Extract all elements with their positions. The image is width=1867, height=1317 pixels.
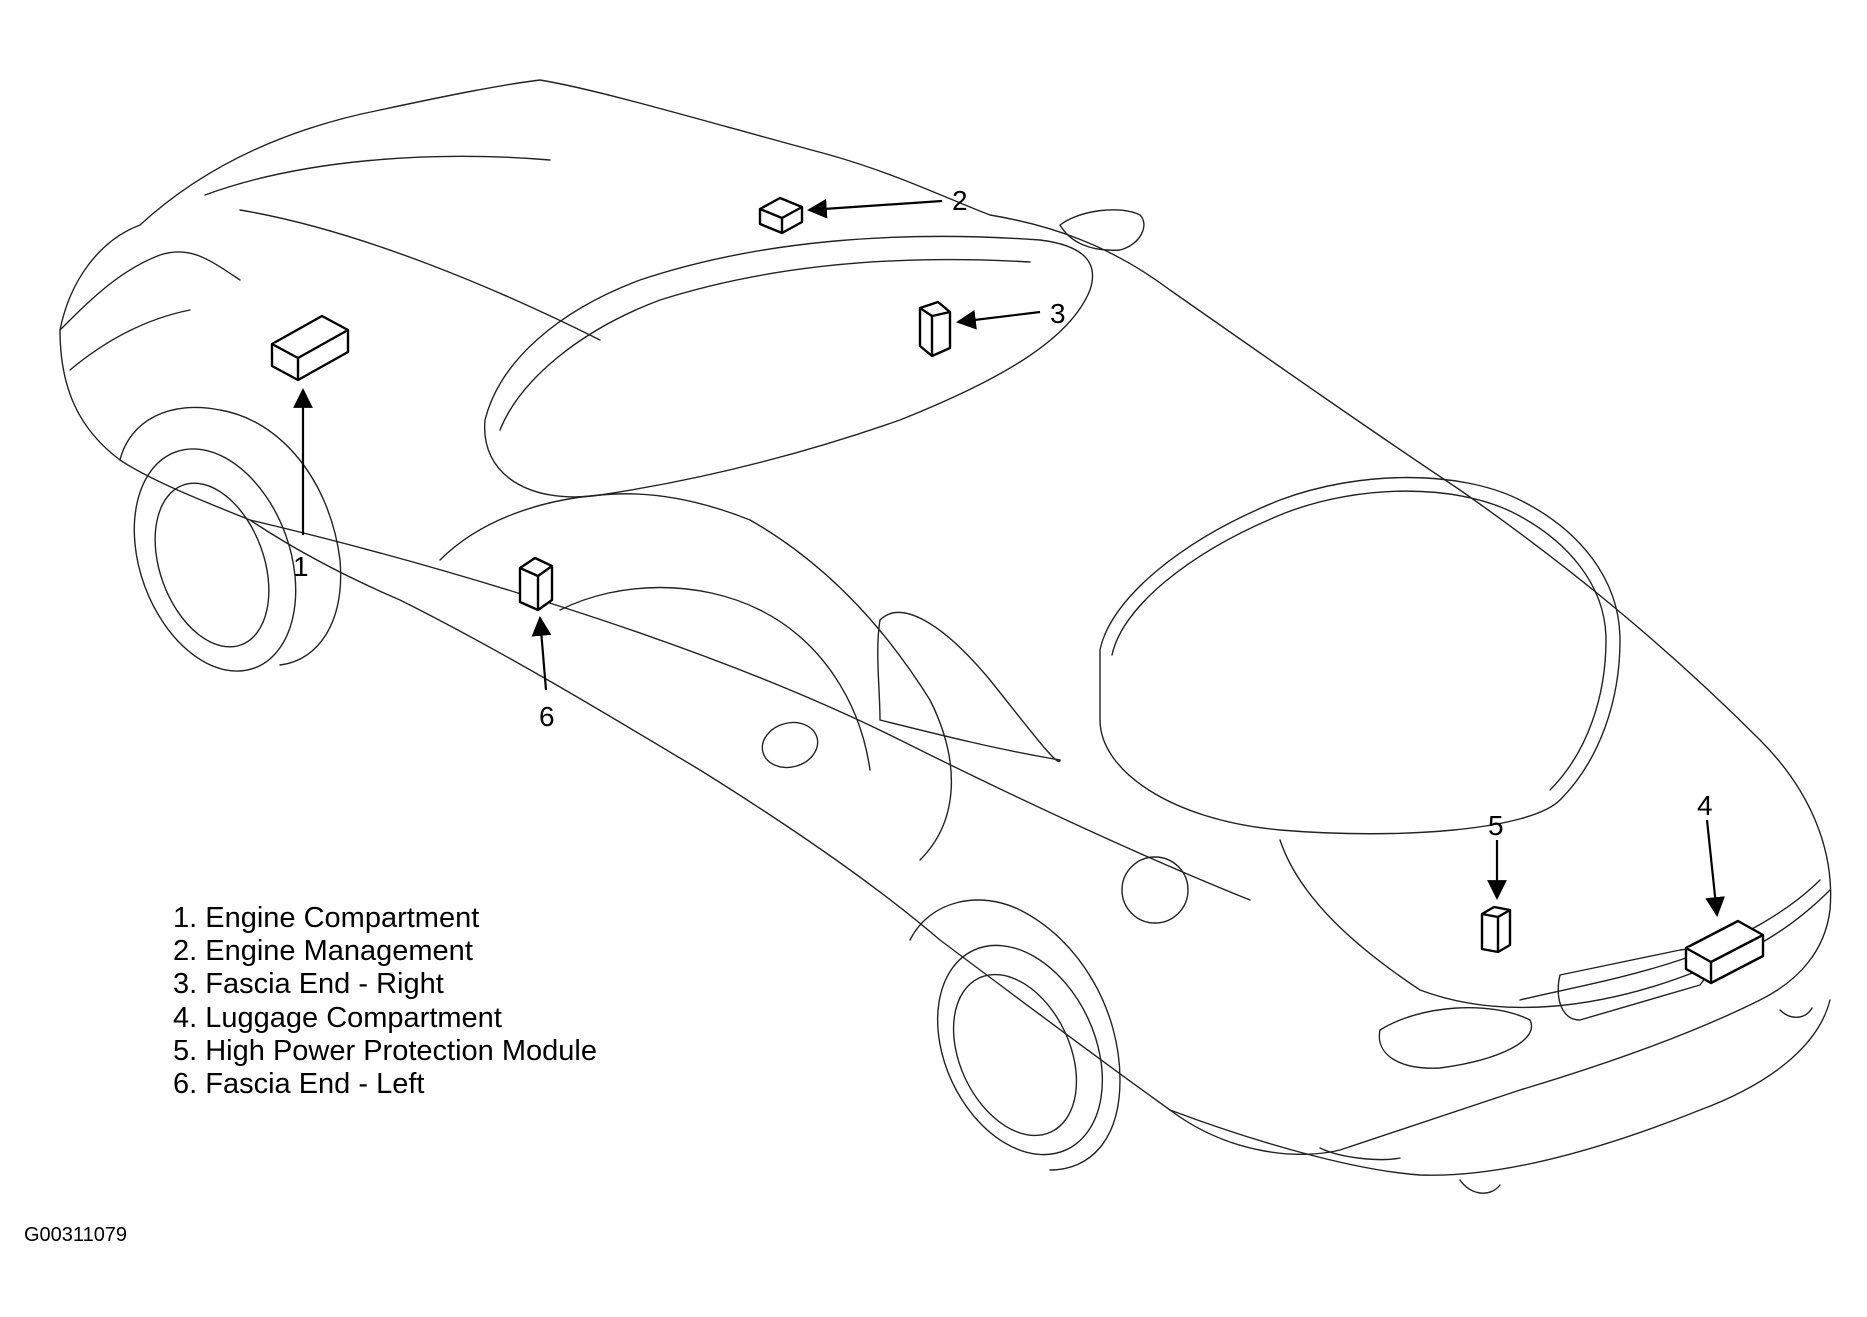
component-boxes — [270, 196, 1765, 985]
arrow-3 — [956, 310, 1041, 330]
legend-item: 3. Fascia End - Right — [173, 968, 444, 1001]
callout-5: 5 — [1488, 810, 1504, 841]
legend-item: 6. Fascia End - Left — [173, 1068, 425, 1101]
component-4-box — [1684, 919, 1765, 985]
component-2-box — [758, 196, 804, 235]
callout-1: 1 — [293, 551, 309, 582]
legend-item: 2. Engine Management — [173, 935, 473, 968]
component-3-box — [918, 300, 952, 358]
figure-code: G00311079 — [24, 1224, 128, 1246]
callout-numbers: 1 2 3 4 5 6 — [293, 185, 1713, 841]
component-6-box — [518, 556, 554, 612]
component-5-box — [1480, 905, 1512, 954]
leader-arrows — [293, 198, 1725, 917]
component-1-box — [270, 314, 350, 382]
legend: 1. Engine Compartment 2. Engine Manageme… — [173, 902, 597, 1101]
arrow-4 — [1705, 819, 1725, 917]
legend-item: 1. Engine Compartment — [173, 902, 480, 934]
callout-2: 2 — [952, 185, 968, 216]
legend-item: 5. High Power Protection Module — [173, 1034, 597, 1067]
car-outline — [59, 79, 1832, 1194]
callout-6: 6 — [539, 701, 555, 732]
legend-item: 4. Luggage Compartment — [173, 1001, 502, 1034]
callout-4: 4 — [1697, 790, 1713, 821]
callout-3: 3 — [1050, 298, 1066, 329]
arrow-6 — [531, 616, 552, 691]
arrow-2 — [807, 198, 943, 219]
